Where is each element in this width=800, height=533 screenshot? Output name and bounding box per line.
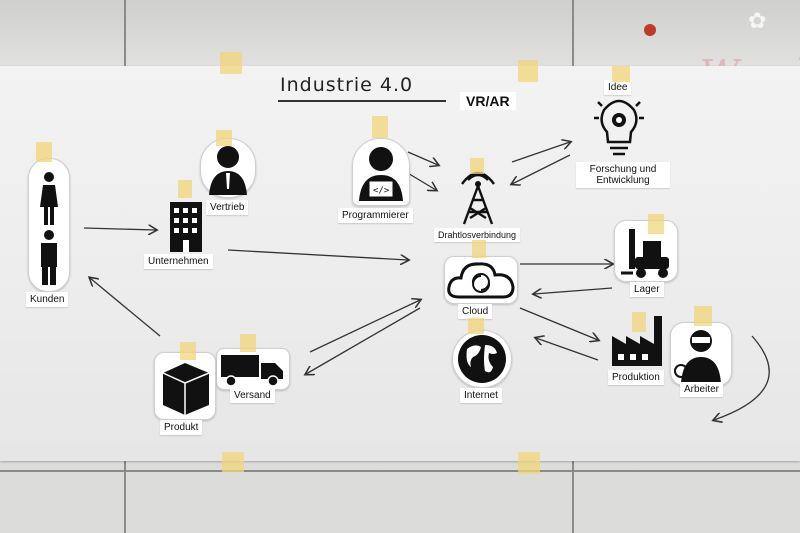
idee-card: [590, 96, 648, 158]
versand-card: [216, 348, 290, 390]
drahtlos-card: [448, 168, 508, 226]
forklift-icon: [621, 229, 669, 278]
title-underline: [278, 100, 446, 102]
wireless-tower-icon: [461, 171, 495, 225]
red-button-icon: [644, 24, 656, 36]
unternehmen-card: [164, 196, 208, 252]
unternehmen-label: Unternehmen: [144, 254, 213, 269]
tape: [632, 312, 646, 332]
globe-icon: [458, 335, 506, 383]
produktion-label: Produktion: [608, 370, 664, 385]
tape: [222, 452, 244, 472]
tape: [518, 452, 540, 474]
tape: [220, 52, 242, 74]
arbeiter-card: [670, 322, 732, 386]
programmer-icon: </>: [359, 147, 403, 201]
tape: [180, 342, 196, 360]
tape: [240, 334, 256, 352]
produkt-label: Produkt: [160, 420, 203, 435]
office-building-icon: [170, 202, 202, 252]
box-icon: [162, 363, 210, 415]
factory-icon: [612, 316, 662, 366]
versand-label: Versand: [230, 388, 275, 403]
svg-text:</>: </>: [373, 186, 390, 196]
cloud-card: [444, 256, 518, 304]
board-title: Industrie 4.0: [280, 74, 414, 96]
tape: [612, 66, 630, 82]
cloud-sync-icon: [447, 262, 515, 299]
lightbulb-icon: [594, 99, 644, 156]
businessman-icon: [209, 146, 247, 195]
tape: [470, 158, 484, 174]
truck-icon: [221, 355, 283, 387]
tape: [694, 306, 712, 326]
people-icon: [40, 172, 58, 285]
forschung-label: Forschung und Entwicklung: [576, 162, 670, 188]
internet-card: [452, 330, 512, 388]
tape: [372, 116, 388, 138]
tape: [472, 240, 486, 258]
idee-label: Idee: [604, 80, 632, 95]
tape: [178, 180, 192, 198]
kunden-label: Kunden: [26, 292, 69, 307]
vertrieb-card: [200, 138, 256, 198]
lager-label: Lager: [630, 282, 664, 297]
kunden-card: [28, 158, 70, 292]
tape: [36, 142, 52, 162]
vrar-label: VR/AR: [460, 92, 516, 110]
produkt-card: [154, 352, 216, 420]
wall-seam: [0, 470, 800, 472]
internet-label: Internet: [460, 388, 502, 403]
arbeiter-label: Arbeiter: [680, 382, 724, 397]
tape: [216, 130, 232, 146]
tape: [468, 318, 484, 334]
tape: [518, 60, 538, 82]
drahtlos-label: Drahtlosverbindung: [434, 228, 521, 242]
flower-icon: ✿: [748, 8, 767, 33]
programmierer-card: </>: [352, 138, 410, 206]
lager-card: [614, 220, 678, 282]
cloud-label: Cloud: [458, 304, 493, 319]
worker-icon: [674, 330, 721, 383]
tape: [648, 214, 664, 234]
programmierer-label: Programmierer: [338, 208, 413, 223]
produktion-card: [606, 310, 672, 368]
vertrieb-label: Vertrieb: [206, 200, 249, 215]
